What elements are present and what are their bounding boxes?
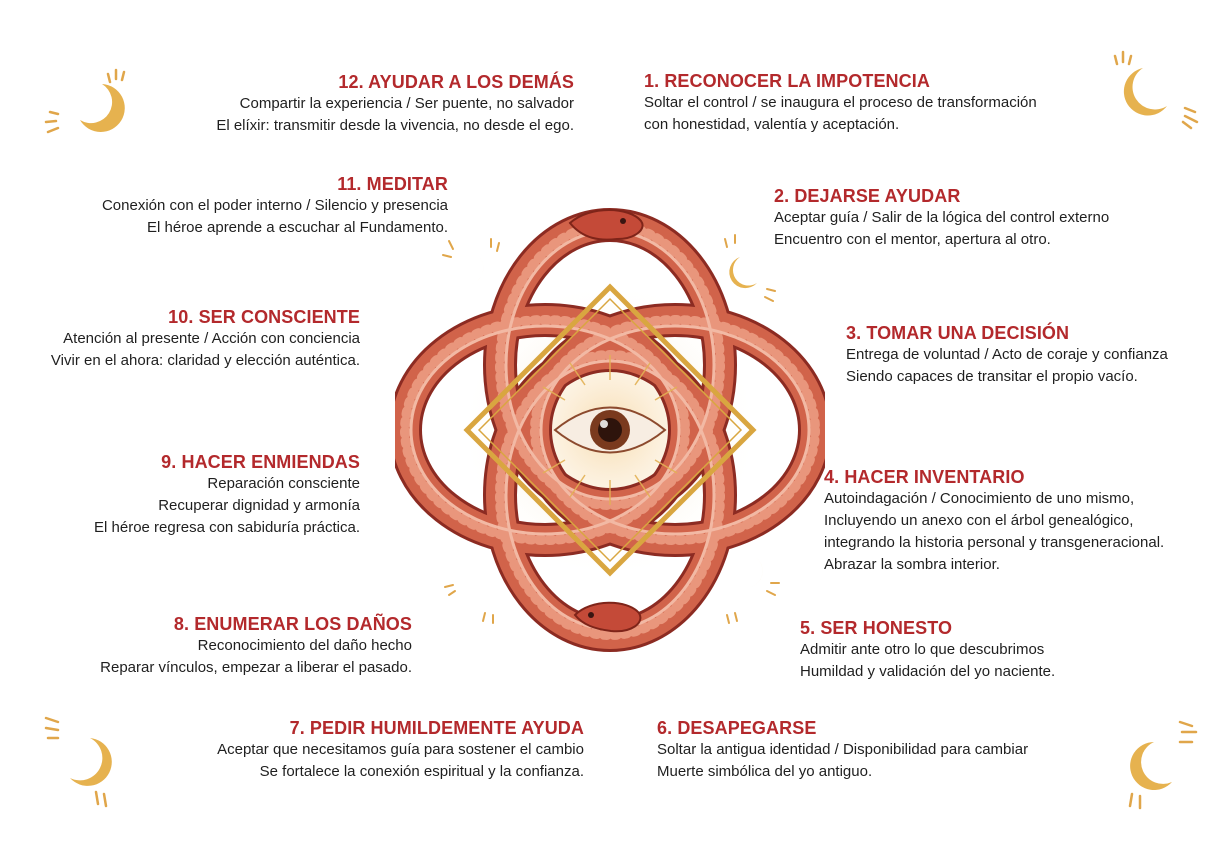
crescent-moon-icon-bottom-left (44, 716, 112, 808)
crescent-moon-icon-top-right (1113, 50, 1199, 130)
step-description-line: Entrega de voluntad / Acto de coraje y c… (846, 346, 1168, 363)
step-description-line: Aceptar guía / Salir de la lógica del co… (774, 209, 1110, 226)
step-title: 1. RECONOCER LA IMPOTENCIA (644, 71, 930, 91)
step-9: 9. HACER ENMIENDAS Reparación consciente… (94, 451, 360, 539)
diamond-frame (463, 283, 757, 577)
serpent-head-bottom (573, 601, 642, 633)
step-3: 3. TOMAR UNA DECISIÓN Entrega de volunta… (846, 322, 1168, 388)
step-title: 6. DESAPEGARSE (657, 718, 817, 738)
step-description-line: Incluyendo un anexo con el árbol genealó… (824, 512, 1134, 529)
step-title: 3. TOMAR UNA DECISIÓN (846, 323, 1070, 343)
step-title: 8. ENUMERAR LOS DAÑOS (173, 614, 412, 634)
step-8: 8. ENUMERAR LOS DAÑOS Reconocimiento del… (100, 613, 412, 679)
step-1: 1. RECONOCER LA IMPOTENCIA Soltar el con… (644, 70, 1037, 136)
step-description-line: Vivir en el ahora: claridad y elección a… (50, 352, 360, 369)
step-description-line: Abrazar la sombra interior. (824, 556, 1000, 573)
step-title: 5. SER HONESTO (800, 618, 953, 638)
step-description-line: Reconocimiento del daño hecho (197, 637, 412, 654)
step-description-line: Autoindagación / Conocimiento de uno mis… (824, 490, 1135, 507)
step-description-line: Reparación consciente (207, 475, 360, 492)
step-7: 7. PEDIR HUMILDEMENTE AYUDA Aceptar que … (217, 717, 584, 783)
step-description-line: El héroe aprende a escuchar al Fundament… (146, 219, 448, 236)
step-description-line: con honestidad, valentía y aceptación. (644, 116, 900, 133)
step-title: 7. PEDIR HUMILDEMENTE AYUDA (289, 718, 584, 738)
step-11: 11. MEDITAR Conexión con el poder intern… (102, 173, 448, 239)
step-title: 10. SER CONSCIENTE (168, 307, 360, 327)
step-description-line: Aceptar que necesitamos guía para sosten… (217, 741, 584, 758)
step-2: 2. DEJARSE AYUDAR Aceptar guía / Salir d… (774, 185, 1109, 251)
step-description-line: Conexión con el poder interno / Silencio… (101, 197, 448, 214)
crescent-moon-icon-small (457, 255, 763, 589)
step-10: 10. SER CONSCIENTE Atención al presente … (51, 306, 360, 372)
step-title: 4. HACER INVENTARIO (824, 467, 1025, 487)
step-description-line: El héroe regresa con sabiduría práctica. (94, 519, 360, 536)
step-description-line: Recuperar dignidad y armonía (158, 497, 360, 514)
step-description-line: Atención al presente / Acción con concie… (63, 330, 360, 347)
step-4: 4. HACER INVENTARIO Autoindagación / Con… (824, 466, 1164, 576)
step-description-line: Soltar la antigua identidad / Disponibil… (657, 741, 1029, 758)
step-description-line: Se fortalece la conexión espiritual y la… (259, 763, 584, 780)
crescent-moon-icon-top-left (44, 68, 126, 134)
step-title: 12. AYUDAR A LOS DEMÁS (338, 72, 574, 92)
step-title: 11. MEDITAR (337, 174, 448, 194)
serpent-head-top (568, 209, 644, 241)
step-title: 2. DEJARSE AYUDAR (774, 186, 961, 206)
ouroboros-knot-illustration (395, 208, 825, 652)
step-description-line: Muerte simbólica del yo antiguo. (657, 763, 873, 780)
step-description-line: Reparar vínculos, empezar a liberar el p… (100, 659, 412, 676)
eye-icon (553, 406, 667, 454)
crescent-moon-icon-bottom-right (1128, 720, 1198, 810)
step-description-line: Siendo capaces de transitar el propio va… (846, 368, 1138, 385)
step-description-line: El elíxir: transmitir desde la vivencia,… (216, 117, 574, 134)
step-5: 5. SER HONESTO Admitir ante otro lo que … (800, 617, 1055, 683)
step-12: 12. AYUDAR A LOS DEMÁS Compartir la expe… (216, 71, 574, 137)
step-description-line: Humildad y validación del yo naciente. (800, 663, 1056, 680)
step-description-line: Encuentro con el mentor, apertura al otr… (774, 231, 1051, 248)
step-description-line: Soltar el control / se inaugura el proce… (644, 94, 1037, 111)
step-6: 6. DESAPEGARSE Soltar la antigua identid… (657, 717, 1028, 783)
step-description-line: Admitir ante otro lo que descubrimos (800, 641, 1045, 658)
step-description-line: Compartir la experiencia / Ser puente, n… (239, 95, 574, 112)
step-description-line: integrando la historia personal y transg… (824, 534, 1165, 551)
step-title: 9. HACER ENMIENDAS (161, 452, 360, 472)
